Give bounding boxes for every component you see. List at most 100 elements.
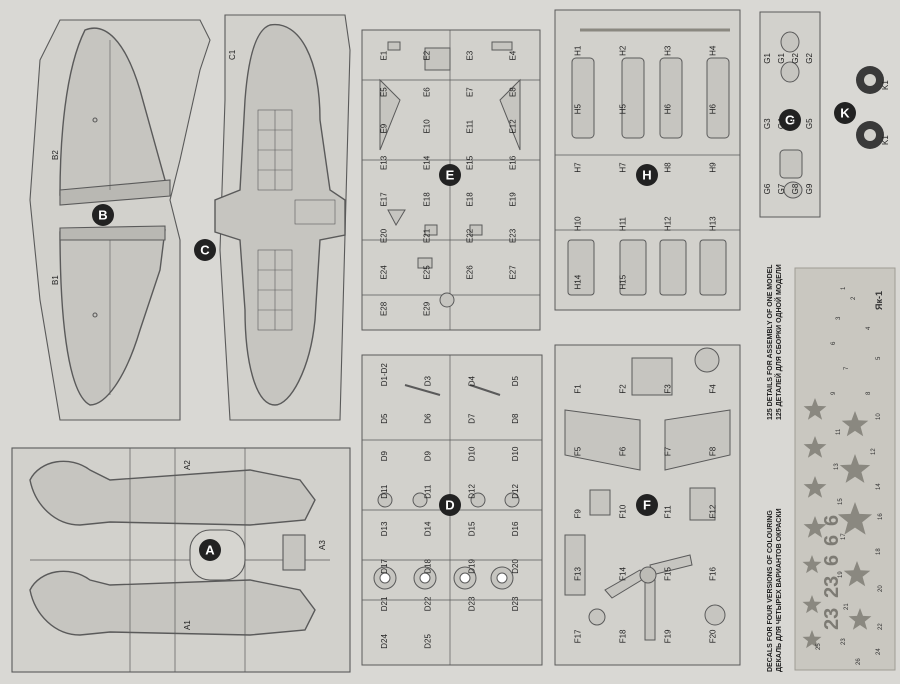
part-label-f13: F13	[574, 567, 583, 581]
part-label-e2: E2	[423, 50, 432, 60]
part-label-h13: H13	[709, 216, 718, 231]
details-ru: 125 ДЕТАЛЕЙ ДЛЯ СБОРКИ ОДНОЙ МОДЕЛИ	[774, 264, 783, 420]
decal-small-number: 11	[836, 428, 842, 435]
decal-model-mark: Як-1	[874, 291, 884, 310]
sprue-c	[214, 14, 351, 421]
decal-small-number: 19	[838, 571, 844, 578]
part-label-h4: H4	[709, 45, 718, 56]
sprue-disc-g	[779, 109, 801, 131]
part-label-f4: F4	[709, 384, 718, 394]
part-label-e21: E21	[423, 228, 432, 243]
part-label-e9: E9	[380, 123, 389, 133]
part-label-d9: D9	[424, 450, 433, 461]
sprue-f	[554, 344, 741, 666]
decal-small-number: 15	[838, 498, 844, 505]
decal-small-number: 20	[878, 585, 884, 592]
part-label-e22: E22	[466, 228, 475, 243]
sprue-letter-f: F	[643, 498, 651, 513]
part-label-d11: D11	[380, 484, 389, 499]
decal-small-number: 16	[878, 513, 884, 520]
decal-small-number: 22	[878, 623, 884, 630]
part-label-d9: D9	[380, 450, 389, 461]
part-label-e19: E19	[509, 192, 518, 207]
details-note: 125 DETAILS FOR ASSEMBLY OF ONE MODEL 12…	[767, 264, 783, 420]
part-label-f15: F15	[664, 567, 673, 581]
part-label-f16: F16	[709, 567, 718, 581]
part-label-h11: H11	[619, 216, 628, 231]
part-label-h8: H8	[664, 162, 673, 173]
part-label-f8: F8	[709, 446, 718, 456]
part-label-f10: F10	[619, 504, 628, 518]
sprue-disc-f	[636, 494, 658, 516]
part-label-h10: H10	[574, 216, 583, 231]
sprue-h	[554, 9, 741, 311]
decal-number-5: 6	[821, 515, 843, 526]
decal-small-number: 14	[876, 483, 882, 490]
star-decal	[802, 630, 822, 649]
part-label-d22: D22	[424, 596, 433, 611]
decal-big-numbers: 23 23 6 6 6	[821, 515, 843, 630]
part-label-f1: F1	[574, 384, 583, 394]
part-label-f6: F6	[619, 446, 628, 456]
decal-small-number: 6	[831, 341, 837, 345]
part-label-h15: H15	[619, 274, 628, 289]
part-label-e29: E29	[423, 301, 432, 316]
part-label-e24: E24	[380, 265, 389, 280]
star-decal	[803, 436, 827, 458]
part-label-d7: D7	[467, 413, 476, 424]
decal-small-number: 8	[866, 391, 872, 395]
part-label-g1: G1	[777, 53, 786, 64]
sprue-disc-k	[834, 102, 856, 124]
part-label-h1: H1	[574, 45, 583, 56]
part-label-d21: D21	[380, 596, 389, 611]
part-label-b2: B2	[51, 150, 60, 160]
part-label-f12: F12	[709, 504, 718, 518]
part-label-f5: F5	[574, 446, 583, 456]
decal-small-number: 12	[871, 448, 877, 455]
part-label-e27: E27	[509, 265, 518, 280]
fuselage-a2	[29, 460, 316, 526]
part-label-d5: D5	[380, 413, 389, 424]
part-label-e15: E15	[466, 155, 475, 170]
part-label-d20: D20	[511, 559, 520, 574]
part-label-e8: E8	[509, 87, 518, 97]
decal-number-4: 6	[821, 535, 843, 546]
part-label-a2: A2	[183, 460, 192, 470]
sprue-k	[856, 66, 884, 149]
part-label-d13: D13	[380, 521, 389, 536]
part-label-d15: D15	[467, 521, 476, 536]
part-label-e6: E6	[423, 87, 432, 97]
part-label-g1: G1	[763, 53, 772, 64]
part-label-d4: D4	[467, 375, 476, 386]
star-decal	[803, 398, 827, 420]
decal-number-3: 6	[821, 555, 843, 566]
sprue-disc-b	[92, 204, 114, 226]
decal-small-number: 1	[841, 286, 847, 290]
sprue-letter-h: H	[642, 168, 651, 183]
part-label-h3: H3	[664, 45, 673, 56]
part-label-a1: A1	[183, 620, 192, 630]
part-label-e13: E13	[380, 155, 389, 170]
star-decal	[848, 608, 872, 630]
part-label-g5: G5	[791, 118, 800, 129]
part-label-h2: H2	[619, 45, 628, 56]
decal-small-number: 13	[834, 463, 840, 470]
part-label-f17: F17	[574, 629, 583, 643]
part-label-e20: E20	[380, 228, 389, 243]
decal-small-number: 25	[816, 643, 822, 650]
decal-number-1: 23	[821, 608, 843, 630]
part-label-g5: G5	[805, 118, 814, 129]
star-decal	[841, 411, 869, 437]
star-decal	[803, 476, 827, 498]
sprue-letter-b: B	[98, 208, 107, 223]
decal-small-number: 5	[876, 356, 882, 360]
part-label-h7: H7	[574, 162, 583, 173]
part-label-g2: G2	[805, 53, 814, 64]
part-label-a3: A3	[318, 540, 327, 550]
part-label-b1: B1	[51, 275, 60, 285]
part-label-h5: H5	[574, 104, 583, 115]
star-decal	[843, 561, 871, 587]
part-label-f3: F3	[664, 384, 673, 394]
